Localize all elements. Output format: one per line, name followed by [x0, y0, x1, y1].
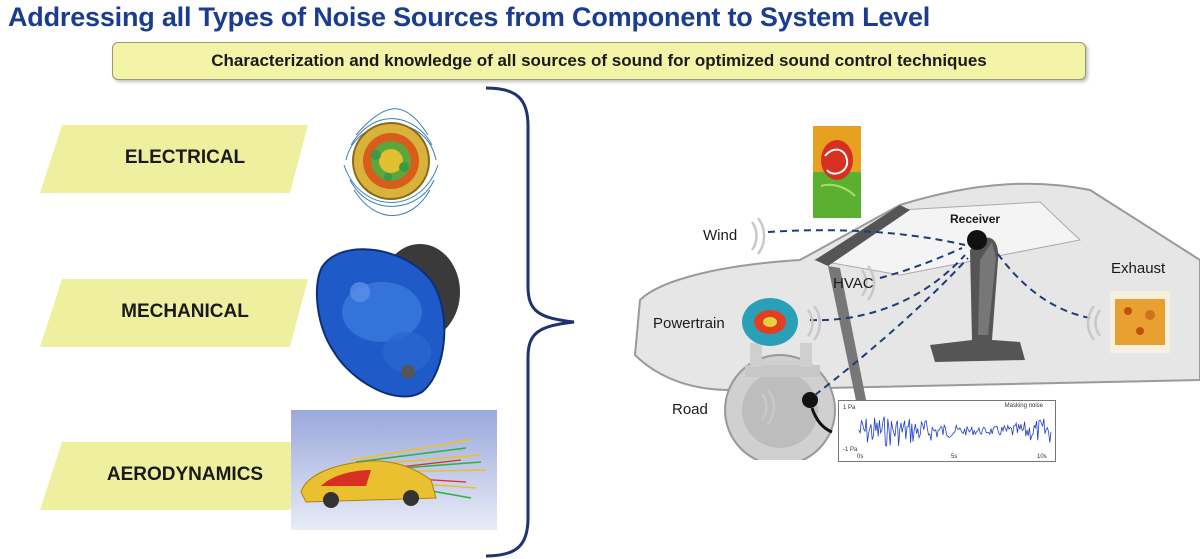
grouping-brace: [485, 86, 575, 558]
source-label-hvac: HVAC: [833, 275, 874, 292]
source-label-road: Road: [672, 401, 708, 418]
category-label-mechanical: MECHANICAL: [121, 301, 249, 322]
category-shape: [40, 279, 308, 347]
noise-waveform-plot: Masking noise 1 Pa -1 Pa 0s 5s 10s: [838, 400, 1056, 462]
category-label-aerodynamics: AERODYNAMICS: [106, 464, 264, 485]
source-label-wind: Wind: [703, 227, 738, 244]
category-mechanical: MECHANICAL: [40, 279, 330, 347]
plot-y-tick: 1 Pa: [843, 405, 856, 411]
receiver-label: Receiver: [950, 212, 1001, 226]
car-flow-simulation-icon: [291, 410, 497, 535]
wind-simulation-icon: [813, 126, 861, 223]
source-label-exhaust: Exhaust: [1111, 260, 1166, 277]
plot-y-tick: -1 Pa: [843, 447, 858, 453]
plot-title: Masking noise: [1004, 403, 1043, 409]
plot-x-tick: 0s: [857, 454, 864, 460]
category-label-electrical: ELECTRICAL: [124, 147, 246, 168]
category-electrical: ELECTRICAL: [40, 125, 330, 193]
waveform-trace: [858, 416, 1052, 447]
subtitle-banner: Characterization and knowledge of all so…: [112, 42, 1086, 80]
category-aerodynamics: AERODYNAMICS: [40, 442, 330, 510]
plot-x-tick: 5s: [951, 454, 958, 460]
exhaust-component-icon: [1110, 291, 1170, 358]
gearbox-housing-icon: [312, 232, 464, 407]
source-label-powertrain: Powertrain: [653, 315, 725, 332]
page-title: Addressing all Types of Noise Sources fr…: [8, 2, 931, 32]
category-shape: [40, 442, 308, 510]
category-shape: [40, 125, 308, 193]
electric-motor-field-icon: [336, 105, 446, 222]
subtitle-text: Characterization and knowledge of all so…: [211, 51, 987, 70]
plot-x-tick: 10s: [1037, 454, 1047, 460]
car-cutaway-diagram: [633, 182, 1200, 460]
